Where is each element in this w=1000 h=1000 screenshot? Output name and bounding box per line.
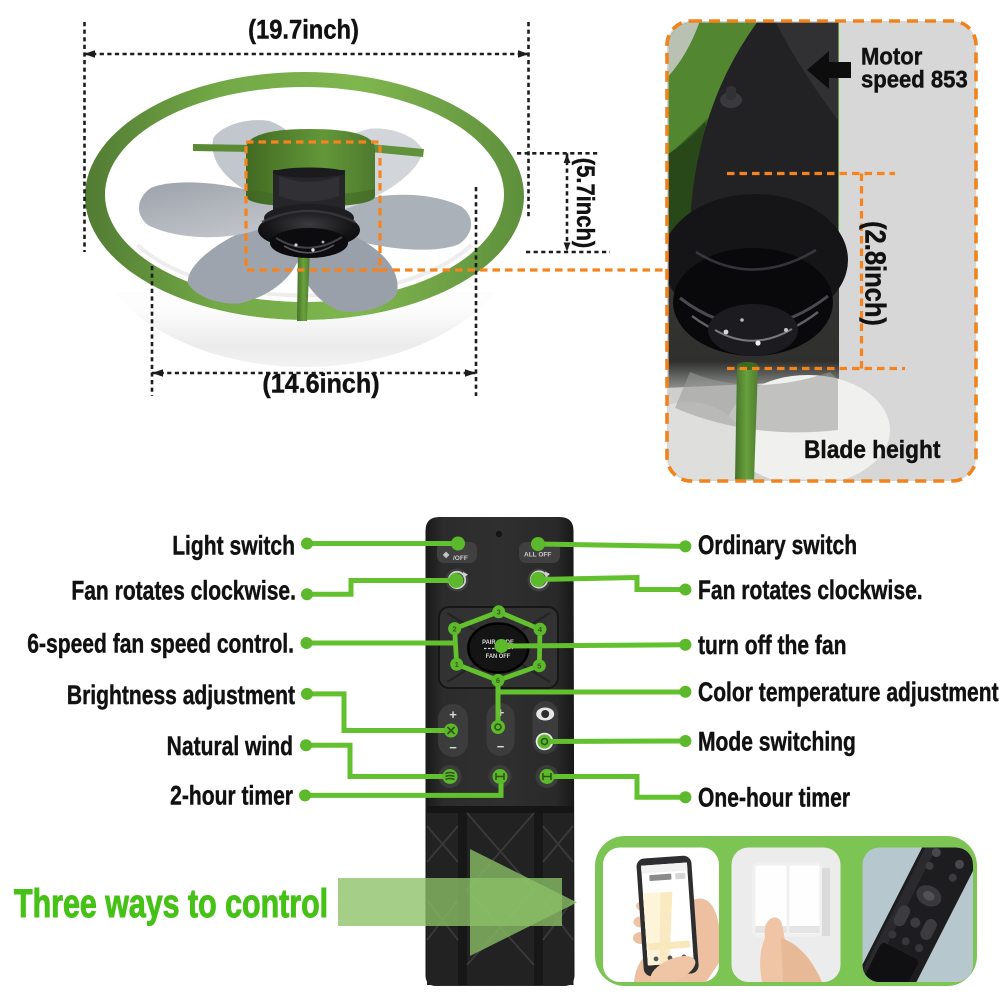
svg-text:6-speed fan speed control.: 6-speed fan speed control. — [27, 629, 294, 659]
svg-text:−: − — [497, 739, 505, 754]
svg-text:Blade height: Blade height — [804, 436, 940, 464]
svg-text:6: 6 — [496, 676, 500, 685]
svg-text:1: 1 — [455, 660, 459, 669]
svg-text:ALL OFF: ALL OFF — [524, 552, 551, 559]
svg-text:+: + — [449, 707, 457, 722]
svg-text:Motor: Motor — [861, 43, 922, 70]
svg-text:Fan rotates clockwise.: Fan rotates clockwise. — [71, 576, 296, 606]
svg-text:(2.8inch): (2.8inch) — [859, 221, 892, 326]
svg-text:Brightness adjustment: Brightness adjustment — [67, 681, 295, 711]
svg-text:4: 4 — [538, 625, 543, 634]
svg-text:(14.6inch): (14.6inch) — [262, 368, 379, 399]
svg-text:speed 853: speed 853 — [861, 65, 968, 92]
svg-text:+: + — [497, 705, 505, 720]
svg-text:Light switch: Light switch — [172, 531, 295, 561]
svg-text:◈: ◈ — [442, 550, 450, 559]
svg-text:Three ways to control: Three ways to control — [14, 881, 328, 926]
svg-text:FAN OFF: FAN OFF — [486, 653, 511, 661]
svg-text:turn off the fan: turn off the fan — [698, 631, 847, 661]
svg-text:2: 2 — [453, 624, 457, 633]
svg-text:Mode switching: Mode switching — [698, 727, 856, 757]
svg-text:(19.7inch): (19.7inch) — [248, 15, 359, 45]
svg-text:−: − — [449, 740, 457, 755]
svg-text:/OFF: /OFF — [453, 555, 468, 562]
svg-text:Natural wind: Natural wind — [167, 732, 293, 762]
svg-text:One-hour timer: One-hour timer — [698, 783, 851, 813]
svg-text:Ordinary switch: Ordinary switch — [698, 531, 857, 561]
svg-text:5: 5 — [537, 661, 541, 670]
svg-text:3: 3 — [497, 608, 501, 617]
svg-text:Color temperature adjustment: Color temperature adjustment — [698, 678, 999, 708]
svg-text:Fan rotates clockwise.: Fan rotates clockwise. — [698, 576, 923, 606]
svg-text:2-hour timer: 2-hour timer — [170, 781, 293, 811]
svg-text:(5.7inch): (5.7inch) — [572, 158, 600, 248]
